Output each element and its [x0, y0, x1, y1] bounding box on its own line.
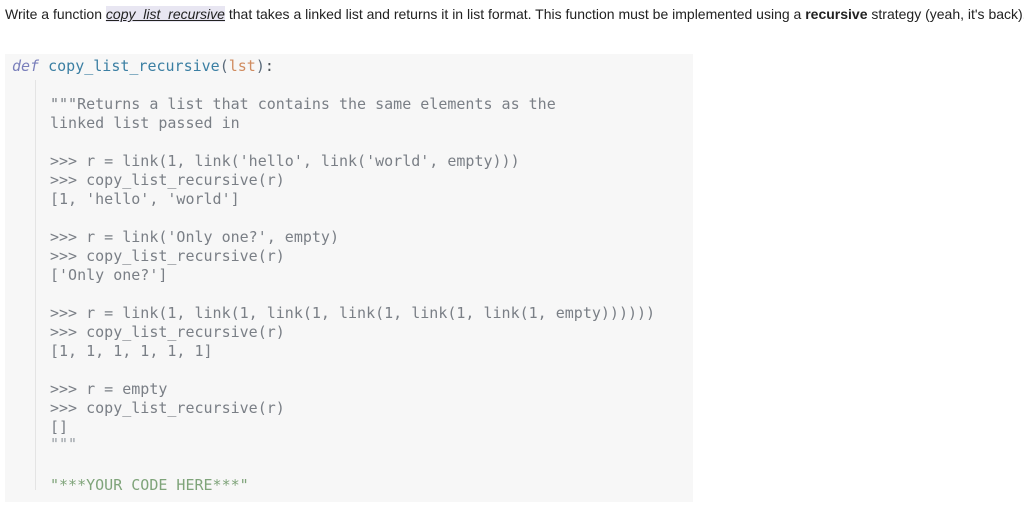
instructions-mid: that takes a linked list and returns it … [224, 6, 806, 22]
docstring-line: >>> r = link(1, link('hello', link('worl… [50, 152, 520, 170]
docstring-line: >>> r = link('Only one?', empty) [50, 228, 339, 246]
function-name-highlight: copy_list_recursive [105, 6, 225, 22]
instructions-pre: Write a function [5, 6, 106, 22]
code-block: def copy_list_recursive(lst): """Returns… [5, 54, 693, 502]
docstring-line: >>> r = link(1, link(1, link(1, link(1, … [50, 304, 656, 322]
docstring-line: """Returns a list that contains the same… [50, 95, 556, 113]
code-placeholder: "***YOUR CODE HERE***" [50, 476, 249, 494]
docstring-line: >>> copy_list_recursive(r) [50, 399, 285, 417]
instructions-post: strategy (yeah, it's back). [867, 6, 1024, 22]
docstring-line: [1, 1, 1, 1, 1, 1] [50, 342, 213, 360]
docstring-line: [] [50, 418, 69, 436]
instructions-text: Write a function copy_list_recursive tha… [5, 6, 1024, 22]
colon: : [264, 57, 274, 75]
indent-guide [35, 80, 36, 490]
docstring-line: [1, 'hello', 'world'] [50, 190, 240, 208]
docstring-line: ['Only one?'] [50, 266, 168, 284]
code-function-name: copy_list_recursive [48, 57, 220, 75]
close-paren: ) [255, 57, 265, 75]
instructions-bold-word: recursive [805, 6, 868, 22]
param-name: lst [228, 57, 256, 75]
function-signature: def copy_list_recursive(lst): [12, 57, 274, 76]
docstring-line: >>> copy_list_recursive(r) [50, 171, 285, 189]
docstring-line: >>> r = empty [50, 380, 168, 398]
docstring-close: """ [50, 435, 78, 453]
def-keyword: def [12, 57, 40, 75]
docstring-line: linked list passed in [50, 114, 240, 132]
open-paren: ( [219, 57, 229, 75]
docstring-line: >>> copy_list_recursive(r) [50, 247, 285, 265]
docstring-line: >>> copy_list_recursive(r) [50, 323, 285, 341]
